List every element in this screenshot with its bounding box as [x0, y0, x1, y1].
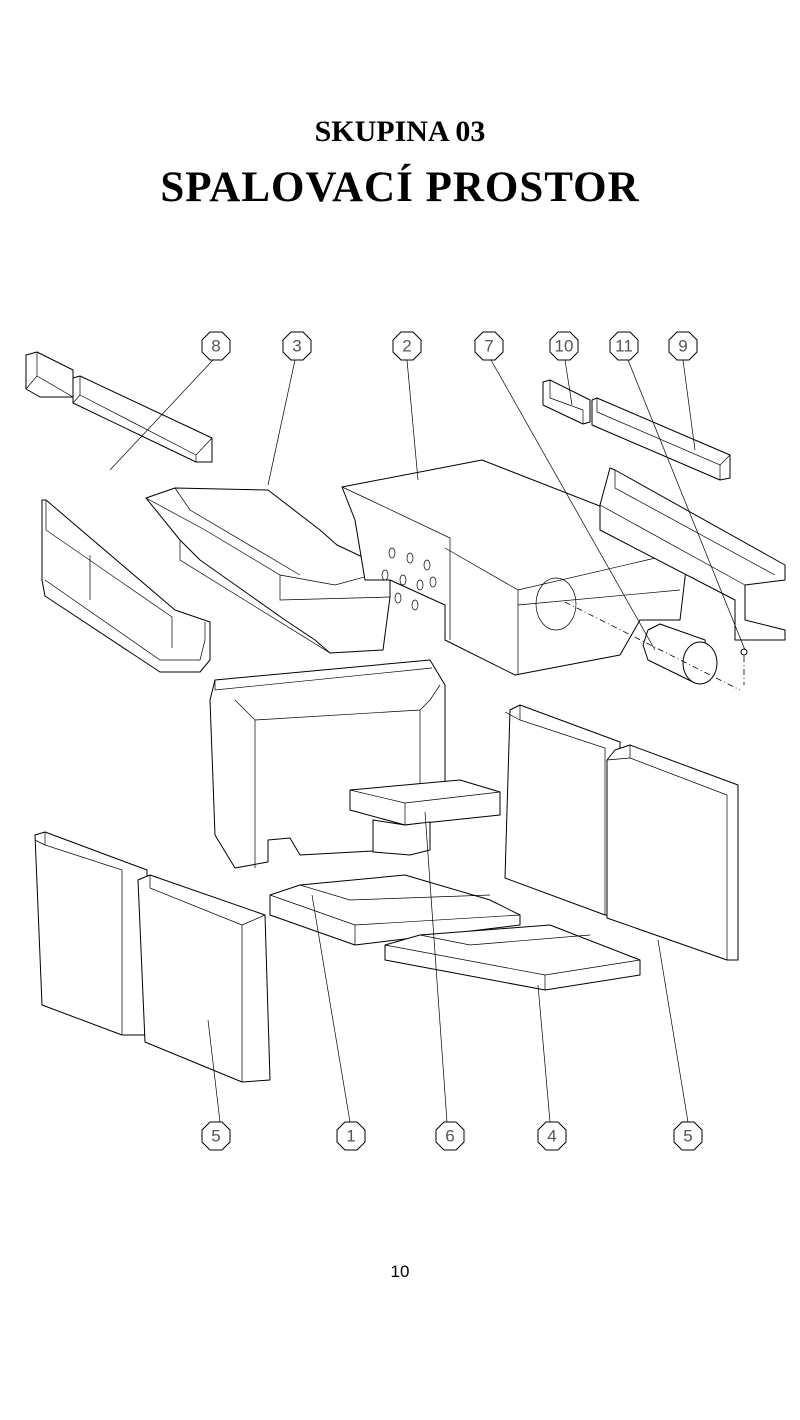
page-number: 10 — [390, 1262, 410, 1281]
svg-text:8: 8 — [211, 337, 220, 356]
page-title: SPALOVACÍ PROSTOR — [160, 164, 640, 211]
part-7-tube — [564, 601, 748, 691]
leader-lines — [109, 359, 746, 1123]
callout-5-left: 5 — [201, 1121, 231, 1151]
callout-2: 2 — [392, 331, 422, 361]
callout-3: 3 — [282, 331, 312, 361]
svg-text:6: 6 — [445, 1127, 454, 1146]
callout-1: 1 — [336, 1121, 366, 1151]
callout-9: 9 — [668, 331, 698, 361]
part-5-right-panel — [504, 704, 739, 961]
svg-text:11: 11 — [615, 337, 633, 356]
callout-6: 6 — [435, 1121, 465, 1151]
svg-text:5: 5 — [211, 1127, 220, 1146]
svg-text:1: 1 — [346, 1127, 355, 1146]
svg-text:7: 7 — [484, 337, 493, 356]
callout-5-right: 5 — [673, 1121, 703, 1151]
part-9-channel — [599, 467, 786, 641]
svg-text:9: 9 — [678, 337, 687, 356]
part-8-bricks — [25, 351, 213, 463]
part-10-9-bricks — [542, 379, 731, 481]
svg-text:10: 10 — [555, 337, 574, 356]
part-6-block — [349, 779, 501, 856]
svg-text:5: 5 — [683, 1127, 692, 1146]
part-5-left-panel — [34, 831, 271, 1083]
part-8-channel — [41, 499, 211, 673]
group-heading: SKUPINA 03 — [314, 115, 486, 148]
part-4-floor — [269, 874, 641, 991]
air-holes — [381, 547, 437, 611]
callout-4: 4 — [537, 1121, 567, 1151]
svg-text:2: 2 — [402, 337, 411, 356]
svg-text:3: 3 — [292, 337, 301, 356]
part-3-baffle — [145, 487, 391, 654]
svg-text:4: 4 — [547, 1127, 556, 1146]
callout-8: 8 — [201, 331, 231, 361]
callout-7: 7 — [474, 331, 504, 361]
callout-10: 10 — [549, 331, 579, 361]
callout-11: 11 — [609, 331, 639, 361]
